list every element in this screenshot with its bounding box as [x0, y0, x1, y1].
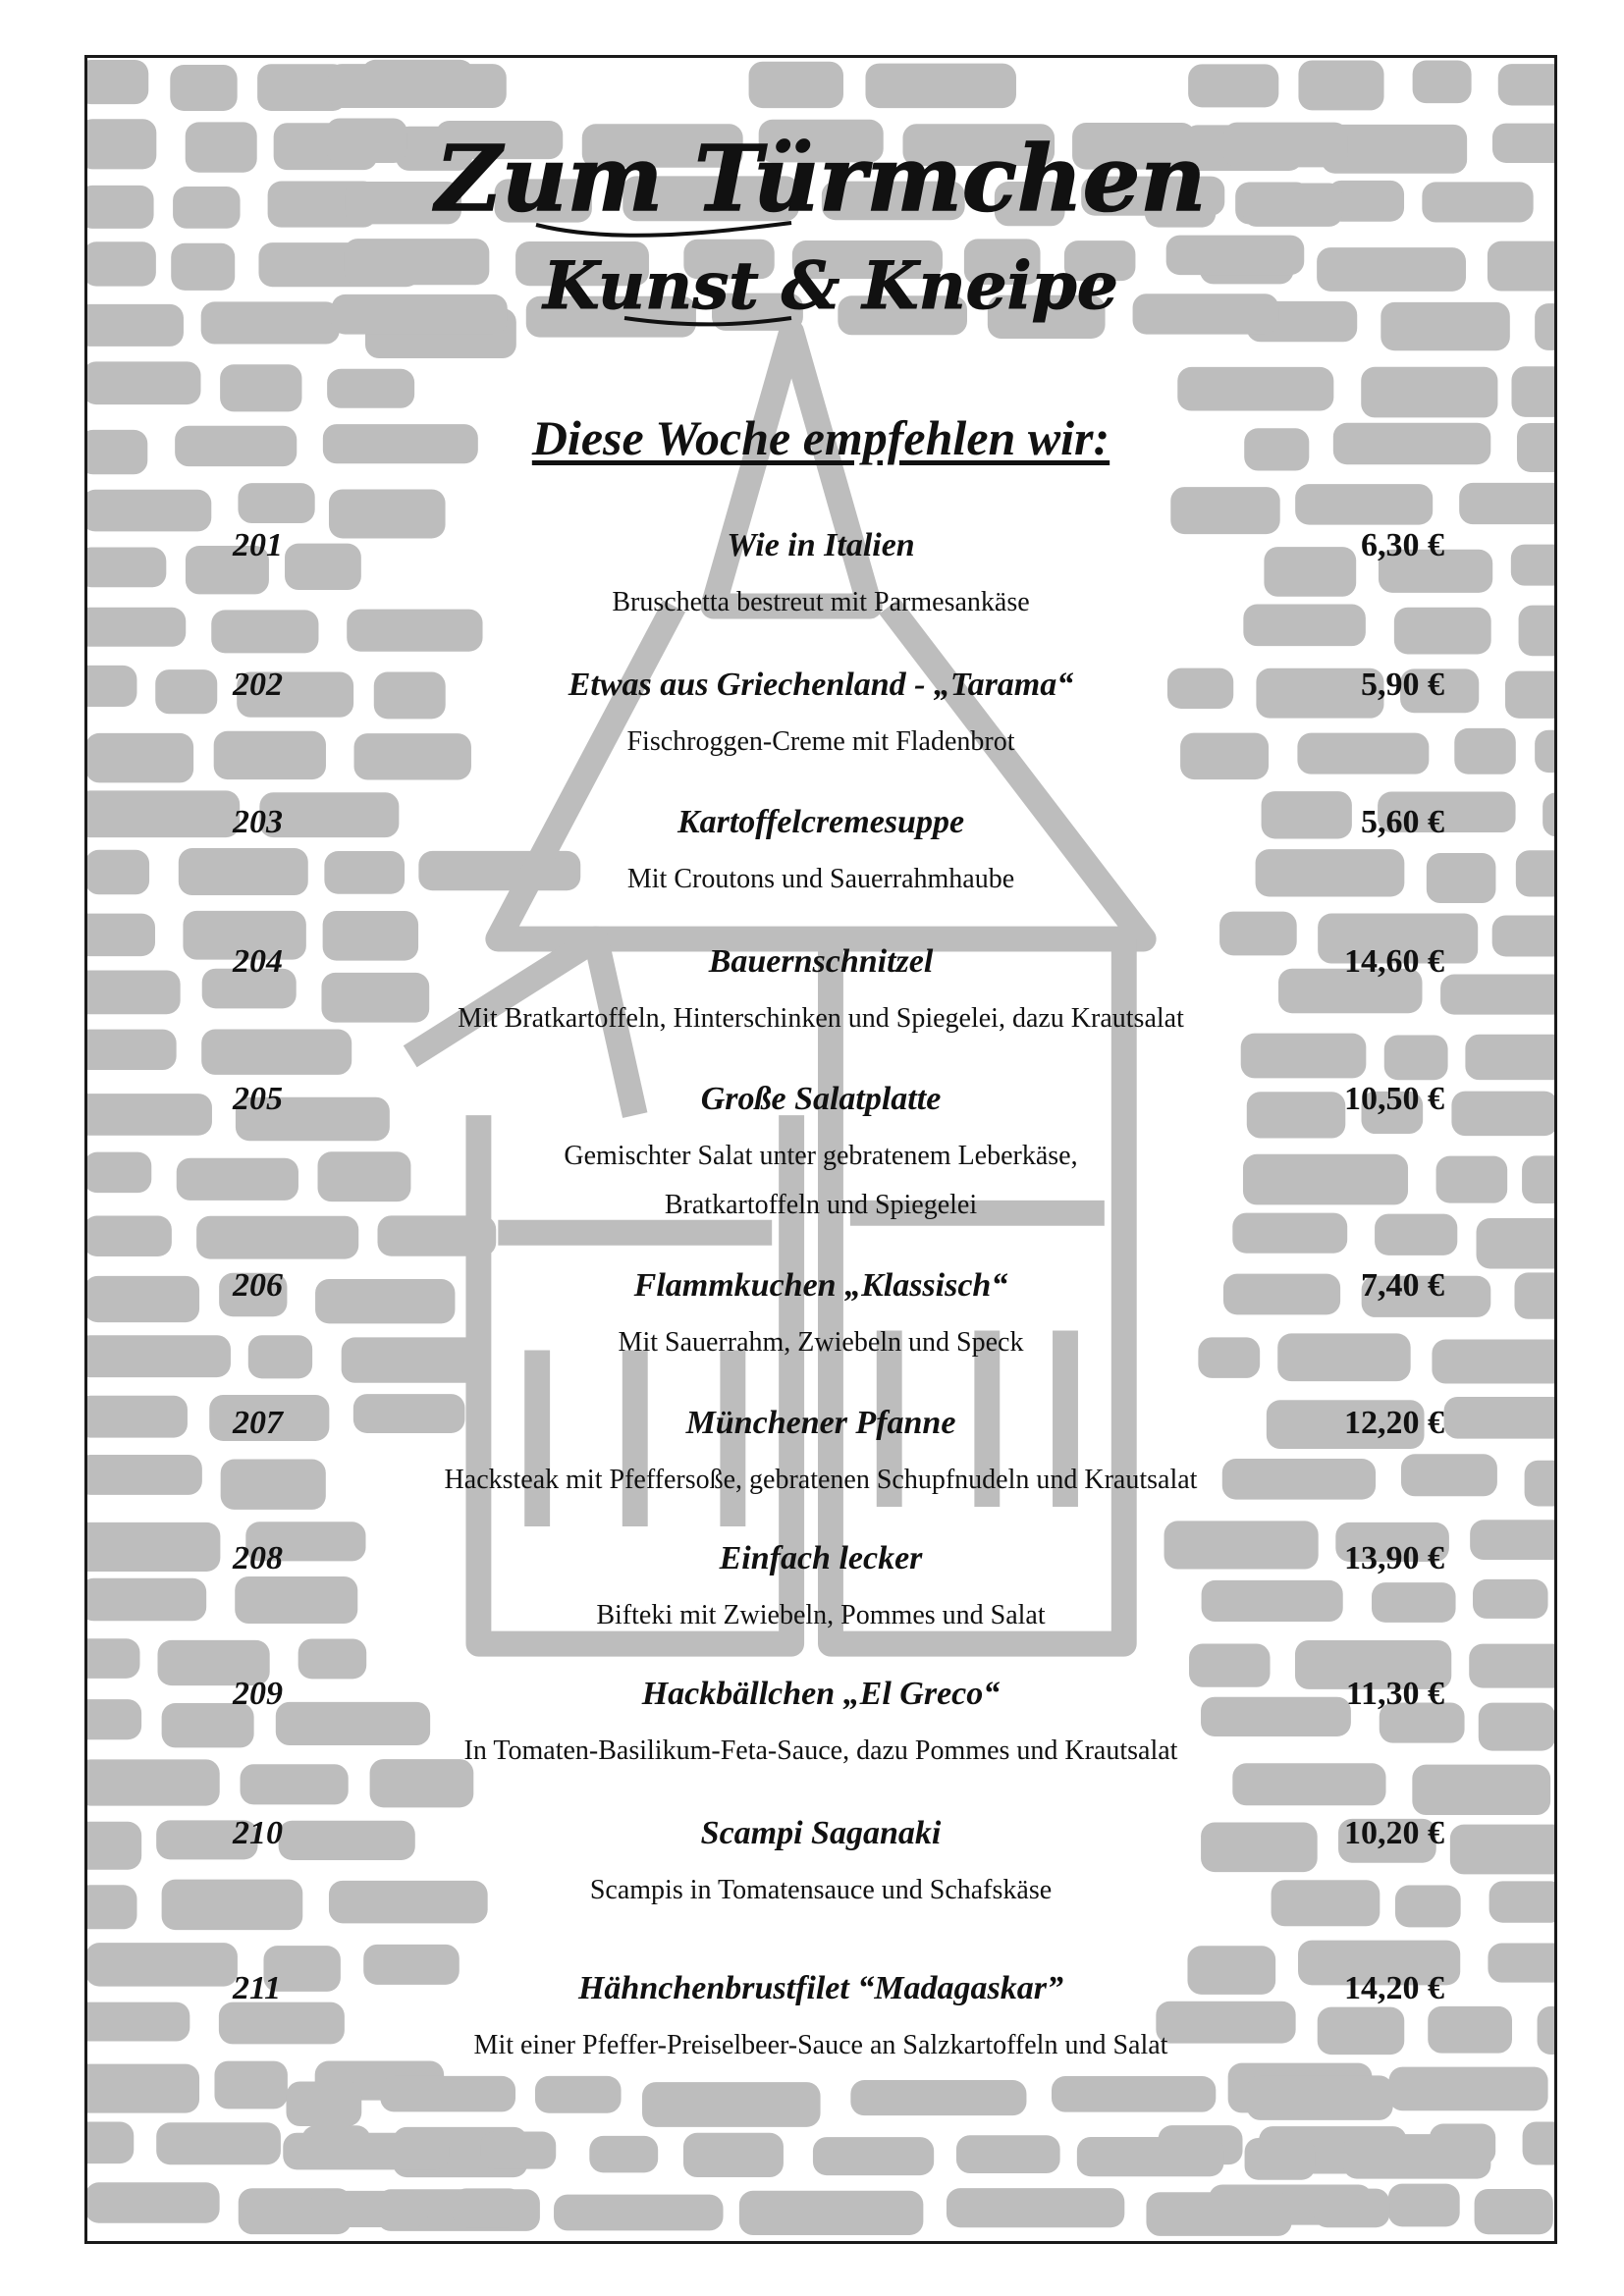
menu-item-title: Flammkuchen „Klassisch“	[633, 1267, 1008, 1304]
menu-item-number: 201	[233, 527, 283, 563]
menu-item-description-line: Bruschetta bestreut mit Parmesankäse	[612, 587, 1030, 617]
menu-item-description: Scampis in Tomatensauce und Schafskäse	[87, 1866, 1554, 1915]
menu-item-title: Einfach lecker	[719, 1540, 923, 1576]
menu-item-description-line: Gemischter Salat unter gebratenem Leberk…	[564, 1141, 1078, 1171]
menu-item-number: 203	[233, 804, 283, 840]
menu-item-price: 5,90 €	[1361, 667, 1444, 703]
menu-item-number: 211	[233, 1970, 282, 2006]
menu-item-description: Hacksteak mit Pfeffersoße, gebratenen Sc…	[87, 1456, 1554, 1505]
menu-item-title: Kartoffelcremesuppe	[677, 804, 965, 840]
menu-item-number: 206	[233, 1267, 283, 1304]
menu-item-title: Hähnchenbrustfilet “Madagaskar”	[577, 1970, 1064, 2006]
menu-page-frame: Zum Türmchen Kunst & Kneipe Diese Woche …	[84, 55, 1557, 2244]
menu-item-price: 10,20 €	[1344, 1815, 1444, 1851]
menu-item-title: Große Salatplatte	[700, 1081, 942, 1117]
logo-line-2: Kunst & Kneipe	[541, 247, 1118, 324]
restaurant-logo: Zum Türmchen Kunst & Kneipe	[87, 117, 1554, 343]
menu-item-description-line: Mit Bratkartoffeln, Hinterschinken und S…	[458, 1003, 1184, 1034]
menu-item-description-line: Mit Sauerrahm, Zwiebeln und Speck	[618, 1327, 1024, 1358]
menu-item-title: Bauernschnitzel	[708, 943, 934, 980]
menu-item-title: Münchener Pfanne	[685, 1405, 956, 1441]
menu-item-description: In Tomaten-Basilikum-Feta-Sauce, dazu Po…	[87, 1727, 1554, 1776]
menu-item-description-line: Hacksteak mit Pfeffersoße, gebratenen Sc…	[444, 1465, 1198, 1495]
menu-item-description: Bifteki mit Zwiebeln, Pommes und Salat	[87, 1591, 1554, 1640]
menu-item-title: Scampi Saganaki	[700, 1815, 942, 1851]
menu-item-price: 6,30 €	[1361, 527, 1444, 563]
menu-item-description-line: In Tomaten-Basilikum-Feta-Sauce, dazu Po…	[463, 1735, 1178, 1766]
menu-item-price: 11,30 €	[1345, 1676, 1444, 1712]
menu-item-number: 204	[233, 943, 283, 980]
menu-item-number: 208	[233, 1540, 283, 1576]
menu-item-description: Fischroggen-Creme mit Fladenbrot	[87, 718, 1554, 767]
menu-item-description-line: Mit einer Pfeffer-Preiselbeer-Sauce an S…	[473, 2030, 1168, 2060]
menu-item-description-line: Bifteki mit Zwiebeln, Pommes und Salat	[596, 1600, 1046, 1630]
menu-item-price: 14,60 €	[1344, 943, 1444, 980]
menu-item-description-line: Fischroggen-Creme mit Fladenbrot	[626, 726, 1015, 757]
brick-wall-background-art	[87, 59, 1554, 2236]
menu-item-title: Etwas aus Griechenland - „Tarama“	[568, 667, 1074, 703]
menu-item-number: 202	[233, 667, 283, 703]
menu-item-description: Gemischter Salat unter gebratenem Leberk…	[87, 1132, 1554, 1230]
menu-item-price: 14,20 €	[1344, 1970, 1444, 2006]
menu-item-number: 210	[233, 1815, 283, 1851]
menu-item-price: 5,60 €	[1361, 804, 1444, 840]
menu-heading: Diese Woche empfehlen wir:	[531, 410, 1110, 465]
menu-item-price: 10,50 €	[1344, 1081, 1444, 1117]
menu-item-description: Mit Croutons und Sauerrahmhaube	[87, 855, 1554, 904]
menu-item-description: Bruschetta bestreut mit Parmesankäse	[87, 578, 1554, 627]
menu-item-number: 205	[233, 1081, 283, 1117]
menu-content: Diese Woche empfehlen wir: 201 Wie in Ita…	[87, 58, 1554, 2241]
menu-item-price: 7,40 €	[1361, 1267, 1444, 1304]
logo-line-1: Zum Türmchen	[432, 126, 1206, 232]
menu-item-price: 13,90 €	[1344, 1540, 1444, 1576]
menu-item-price: 12,20 €	[1344, 1405, 1444, 1441]
menu-item-description: Mit Sauerrahm, Zwiebeln und Speck	[87, 1318, 1554, 1367]
menu-item-description-line: Bratkartoffeln und Spiegelei	[664, 1190, 978, 1220]
menu-item-description-line: Mit Croutons und Sauerrahmhaube	[626, 864, 1015, 894]
menu-item-description-line: Scampis in Tomatensauce und Schafskäse	[589, 1875, 1053, 1905]
menu-item-title: Hackbällchen „El Greco“	[641, 1676, 1001, 1712]
logo-lettering: Zum Türmchen Kunst & Kneipe	[431, 125, 1207, 327]
menu-item-title: Wie in Italien	[727, 527, 915, 563]
menu-item-description: Mit Bratkartoffeln, Hinterschinken und S…	[87, 994, 1554, 1043]
menu-item-description: Mit einer Pfeffer-Preiselbeer-Sauce an S…	[87, 2021, 1554, 2070]
menu-item-number: 207	[233, 1405, 283, 1441]
menu-item-number: 209	[233, 1676, 283, 1712]
